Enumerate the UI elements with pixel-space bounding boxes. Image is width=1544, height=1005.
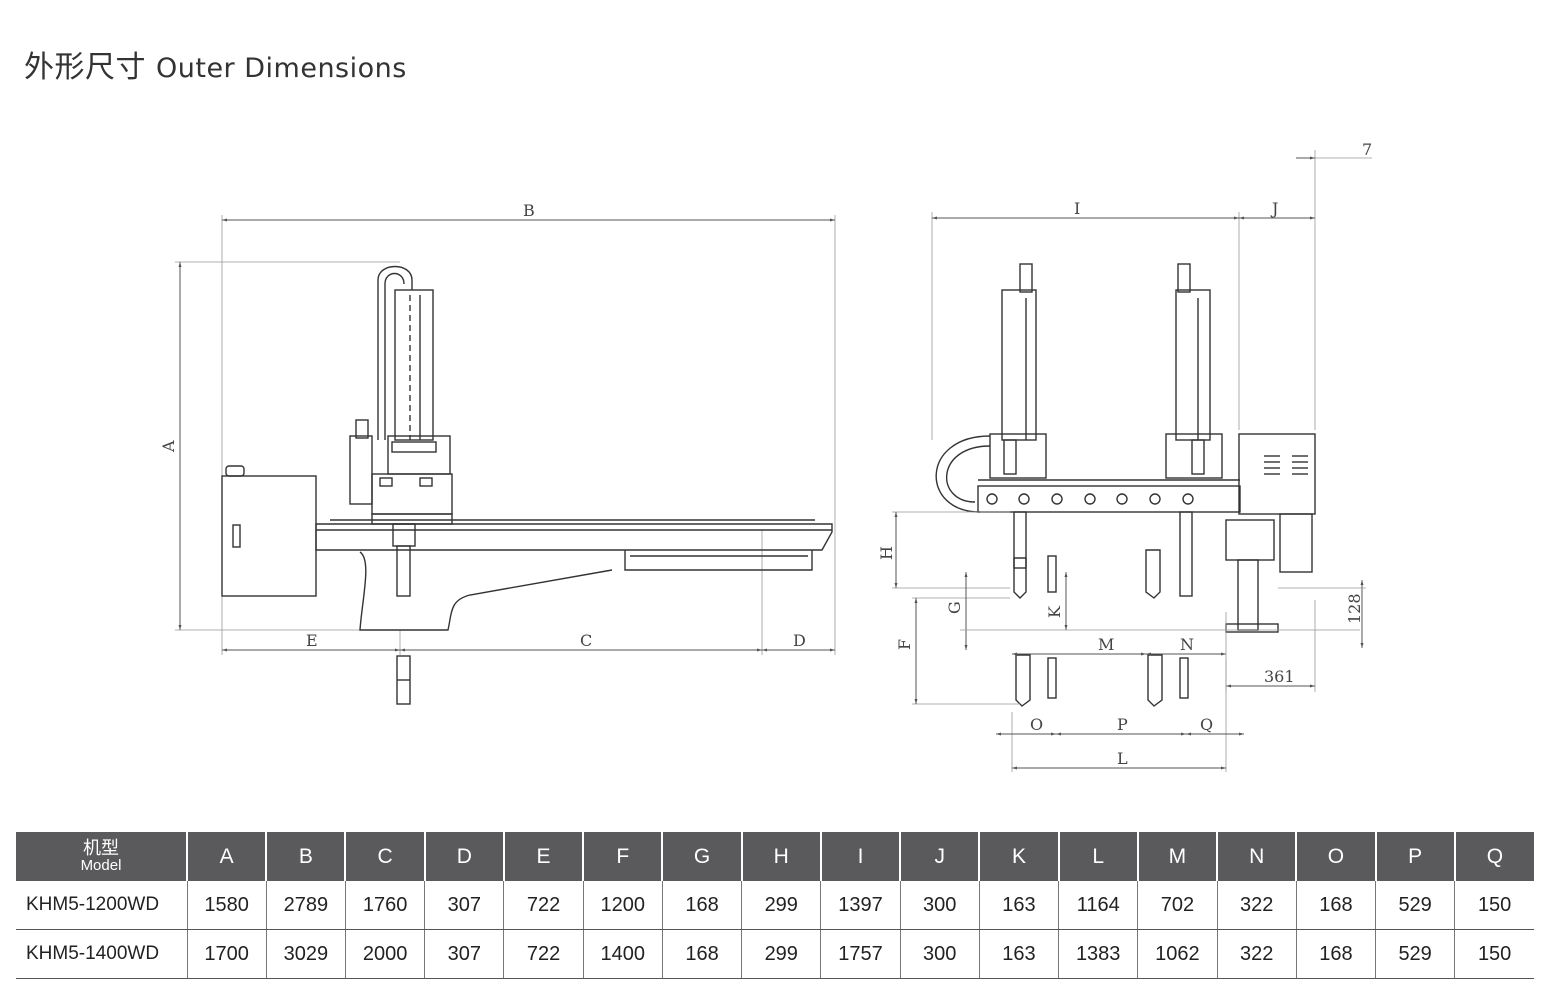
value-cell-O: 168 [1296, 929, 1377, 979]
value-cell-B: 3029 [266, 929, 346, 979]
value-cell-Q: 150 [1454, 929, 1534, 979]
dim-label-N: N [1180, 635, 1194, 654]
dim-label-J: J [1270, 199, 1278, 218]
title-en: Outer Dimensions [156, 53, 407, 84]
header-col-A: A [187, 832, 268, 881]
value-cell-K: 163 [979, 929, 1060, 979]
header-col-I: I [820, 832, 902, 881]
value-cell-J: 300 [900, 929, 980, 979]
header-col-K: K [979, 832, 1060, 881]
dim-label-E: E [306, 631, 318, 650]
dim-label-128: 128 [1345, 593, 1364, 624]
value-cell-K: 163 [979, 881, 1060, 930]
header-col-E: E [503, 832, 585, 881]
side-view [175, 215, 836, 705]
page-title: 外形尺寸 Outer Dimensions [24, 42, 407, 86]
value-cell-I: 1397 [820, 881, 901, 930]
dim-label-K: K [1045, 605, 1064, 618]
value-cell-H: 299 [741, 881, 822, 930]
value-cell-I: 1757 [820, 929, 901, 979]
value-cell-L: 1383 [1058, 929, 1139, 979]
value-cell-P: 529 [1375, 881, 1456, 930]
value-cell-C: 1760 [345, 881, 426, 930]
header-col-G: G [662, 832, 743, 881]
value-cell-A: 1700 [187, 929, 267, 979]
value-cell-G: 168 [662, 929, 743, 979]
dim-label-F: F [895, 639, 914, 650]
header-col-D: D [424, 832, 505, 881]
header-model-en: Model [80, 856, 122, 874]
value-cell-D: 307 [424, 881, 505, 930]
value-cell-D: 307 [424, 929, 505, 979]
header-col-C: C [345, 832, 426, 881]
header-model: 机型 Model [16, 832, 188, 881]
dim-label-B: B [523, 201, 535, 220]
value-cell-P: 529 [1375, 929, 1456, 979]
value-cell-H: 299 [741, 929, 822, 979]
value-cell-F: 1400 [583, 929, 663, 979]
dim-label-C: C [580, 631, 592, 650]
value-cell-E: 722 [503, 929, 584, 979]
value-cell-G: 168 [662, 881, 743, 930]
value-cell-A: 1580 [187, 881, 267, 930]
dim-label-G: G [945, 601, 964, 614]
model-cell: KHM5-1400WD [16, 929, 188, 979]
model-cell: KHM5-1200WD [16, 881, 188, 930]
value-cell-O: 168 [1296, 881, 1377, 930]
dim-label-L: L [1117, 749, 1128, 768]
header-col-F: F [583, 832, 664, 881]
value-cell-Q: 150 [1454, 881, 1534, 930]
dim-label-O: O [1030, 715, 1043, 734]
dim-label-M: M [1098, 635, 1114, 654]
dim-label-7: 7 [1362, 140, 1372, 159]
dim-label-A: A [159, 440, 178, 453]
dimension-drawing: B A E C D [159, 140, 1372, 772]
dim-label-361: 361 [1264, 667, 1295, 686]
header-col-Q: Q [1454, 832, 1534, 881]
header-col-J: J [900, 832, 981, 881]
value-cell-F: 1200 [583, 881, 663, 930]
dim-label-Q: Q [1200, 715, 1213, 734]
value-cell-E: 722 [503, 881, 584, 930]
value-cell-L: 1164 [1058, 881, 1139, 930]
header-col-M: M [1137, 832, 1219, 881]
header-col-N: N [1217, 832, 1298, 881]
value-cell-C: 2000 [345, 929, 426, 979]
header-col-B: B [266, 832, 347, 881]
dim-label-H: H [877, 546, 896, 560]
dim-label-P: P [1117, 715, 1128, 734]
front-view [892, 150, 1372, 772]
dim-label-I: I [1074, 199, 1080, 218]
dim-label-D: D [793, 631, 806, 650]
value-cell-M: 1062 [1137, 929, 1218, 979]
value-cell-M: 702 [1137, 881, 1218, 930]
value-cell-J: 300 [900, 881, 980, 930]
header-col-P: P [1375, 832, 1456, 881]
value-cell-B: 2789 [266, 881, 346, 930]
header-col-H: H [741, 832, 822, 881]
value-cell-N: 322 [1217, 929, 1297, 979]
header-col-L: L [1058, 832, 1139, 881]
header-col-O: O [1296, 832, 1377, 881]
title-cn: 外形尺寸 [24, 50, 146, 85]
value-cell-N: 322 [1217, 881, 1297, 930]
header-model-cn: 机型 [83, 837, 119, 858]
